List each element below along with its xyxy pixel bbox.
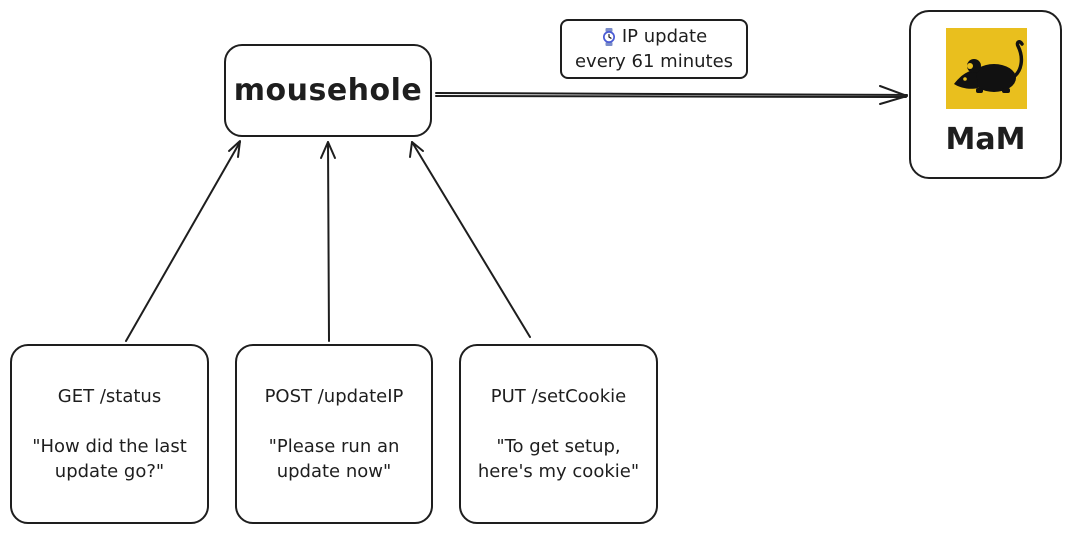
endpoint-updateip: POST /updateIP "Please run an update now… — [235, 344, 433, 524]
watch-icon — [602, 27, 615, 46]
arrow-mousehole-to-mam — [435, 85, 908, 105]
endpoint-method: PUT /setCookie — [490, 386, 627, 407]
mam-logo — [946, 28, 1027, 109]
mousehole-node: mousehole — [224, 44, 432, 137]
mam-node: MaM — [909, 10, 1062, 179]
schedule-note-text: IP update — [621, 26, 708, 47]
rat-icon — [954, 40, 1024, 93]
arrow-updateip-to-mousehole — [320, 141, 336, 342]
mam-label: MaM — [945, 122, 1026, 157]
endpoint-method: POST /updateIP — [264, 386, 404, 407]
schedule-note-line1: IP update — [601, 24, 707, 49]
mousehole-label: mousehole — [233, 73, 423, 108]
endpoint-description: "How did the last update go?" — [32, 436, 187, 482]
endpoint-description: "To get setup, here's my cookie" — [477, 436, 640, 482]
endpoint-description: "Please run an update now" — [268, 436, 400, 482]
schedule-note-line2: every 61 minutes — [574, 51, 734, 72]
arrow-setcookie-to-mousehole — [409, 141, 531, 338]
schedule-note: IP update every 61 minutes — [560, 19, 748, 79]
endpoint-setcookie: PUT /setCookie "To get setup, here's my … — [459, 344, 658, 524]
endpoint-status: GET /status "How did the last update go?… — [10, 344, 209, 524]
arrow-status-to-mousehole — [125, 140, 241, 342]
endpoint-method: GET /status — [57, 386, 162, 407]
